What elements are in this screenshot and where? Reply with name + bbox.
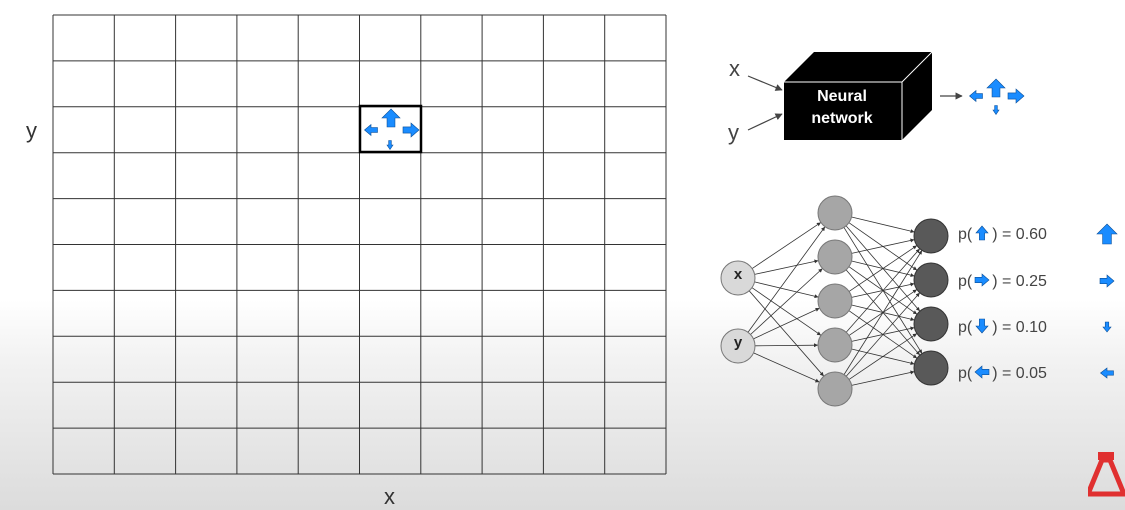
hidden-node [817, 327, 853, 363]
probability-value: = 0.10 [997, 319, 1047, 336]
box-input-y-label: y [728, 120, 739, 145]
network-edge [754, 259, 819, 275]
probability-suffix: ) [992, 319, 998, 336]
network-edge [750, 268, 823, 335]
left-arrow-icon [974, 365, 990, 379]
down-arrow-icon [1102, 321, 1112, 333]
right-arrow-icon [974, 273, 990, 287]
highlighted-cell [358, 104, 423, 154]
network-edge [753, 352, 820, 383]
network-diagram [720, 195, 949, 407]
output-node [913, 218, 949, 254]
output-node [913, 306, 949, 342]
output-node [913, 350, 949, 386]
output-action-arrows-icon [969, 78, 1025, 116]
grid-axis-x-label: x [384, 484, 395, 509]
down-arrow-icon [992, 105, 1000, 116]
network-edge [751, 287, 822, 336]
grid-axis-y-label: y [26, 118, 37, 143]
box-title-line2: network [811, 110, 873, 127]
network-edge [843, 250, 923, 375]
down-arrow-icon [975, 318, 989, 334]
probability-row: p() = 0.10 [958, 318, 1047, 337]
hidden-node [817, 239, 853, 275]
grid-lines [52, 14, 667, 475]
input-node-x-label: x [733, 266, 743, 283]
input-node-y-label: y [733, 334, 743, 351]
probability-value: = 0.25 [997, 273, 1047, 290]
output-node [913, 262, 949, 298]
right-arrow-icon [974, 273, 990, 287]
hidden-node [817, 283, 853, 319]
network-edge [848, 245, 918, 292]
network-edge [851, 370, 915, 386]
network-edge [754, 281, 819, 299]
up-arrow-icon [986, 78, 1006, 98]
network-edge [753, 307, 820, 340]
probability-row: p() = 0.05 [958, 364, 1047, 383]
input-y-arrow [747, 113, 783, 131]
probability-row: p() = 0.25 [958, 272, 1047, 291]
right-arrow-icon [1007, 88, 1025, 104]
neural-network-box [747, 51, 1025, 140]
left-arrow-icon [364, 123, 378, 137]
hidden-node [817, 371, 853, 407]
right-arrow-icon [402, 122, 420, 138]
down-arrow-icon [386, 140, 394, 151]
network-edge [748, 290, 825, 377]
up-arrow-icon [381, 108, 401, 128]
network-edge [747, 226, 826, 333]
network-edge [851, 216, 915, 234]
box-title-line1: Neural [817, 88, 867, 105]
input-node [720, 260, 756, 296]
network-edge [754, 343, 819, 348]
up-arrow-icon [1096, 223, 1118, 245]
up-arrow-icon [1096, 223, 1118, 245]
left-arrow-icon [974, 365, 990, 379]
probability-row: p() = 0.60 [958, 225, 1047, 244]
right-arrow-icon [1099, 274, 1115, 288]
probability-suffix: ) [992, 226, 998, 243]
right-arrow-icon [1099, 274, 1115, 288]
probability-suffix: ) [992, 365, 998, 382]
input-x-arrow [747, 75, 783, 91]
up-arrow-icon [975, 225, 989, 241]
probability-suffix: ) [992, 273, 998, 290]
cell-action-arrows-icon [364, 108, 420, 151]
probability-prefix: p( [958, 365, 973, 382]
box-front-face [784, 82, 902, 140]
brand-logo-icon [1088, 452, 1125, 497]
up-arrow-icon [975, 225, 989, 241]
box-top-face [784, 52, 932, 82]
network-edge [751, 222, 822, 269]
down-arrow-icon [1102, 321, 1112, 333]
network-edge [845, 248, 921, 333]
probability-prefix: p( [958, 226, 973, 243]
hidden-node [817, 195, 853, 231]
left-arrow-icon [1100, 367, 1114, 379]
input-node [720, 328, 756, 364]
probability-value: = 0.05 [997, 365, 1047, 382]
box-input-x-label: x [729, 56, 740, 81]
left-arrow-icon [969, 89, 983, 103]
left-arrow-icon [1100, 367, 1114, 379]
network-edge [851, 238, 915, 254]
network-edge [845, 292, 921, 377]
probability-prefix: p( [958, 273, 973, 290]
box-side-face [902, 52, 932, 140]
network-edge [848, 333, 918, 380]
down-arrow-icon [975, 318, 989, 334]
probability-value: = 0.60 [997, 226, 1047, 243]
probability-prefix: p( [958, 319, 973, 336]
